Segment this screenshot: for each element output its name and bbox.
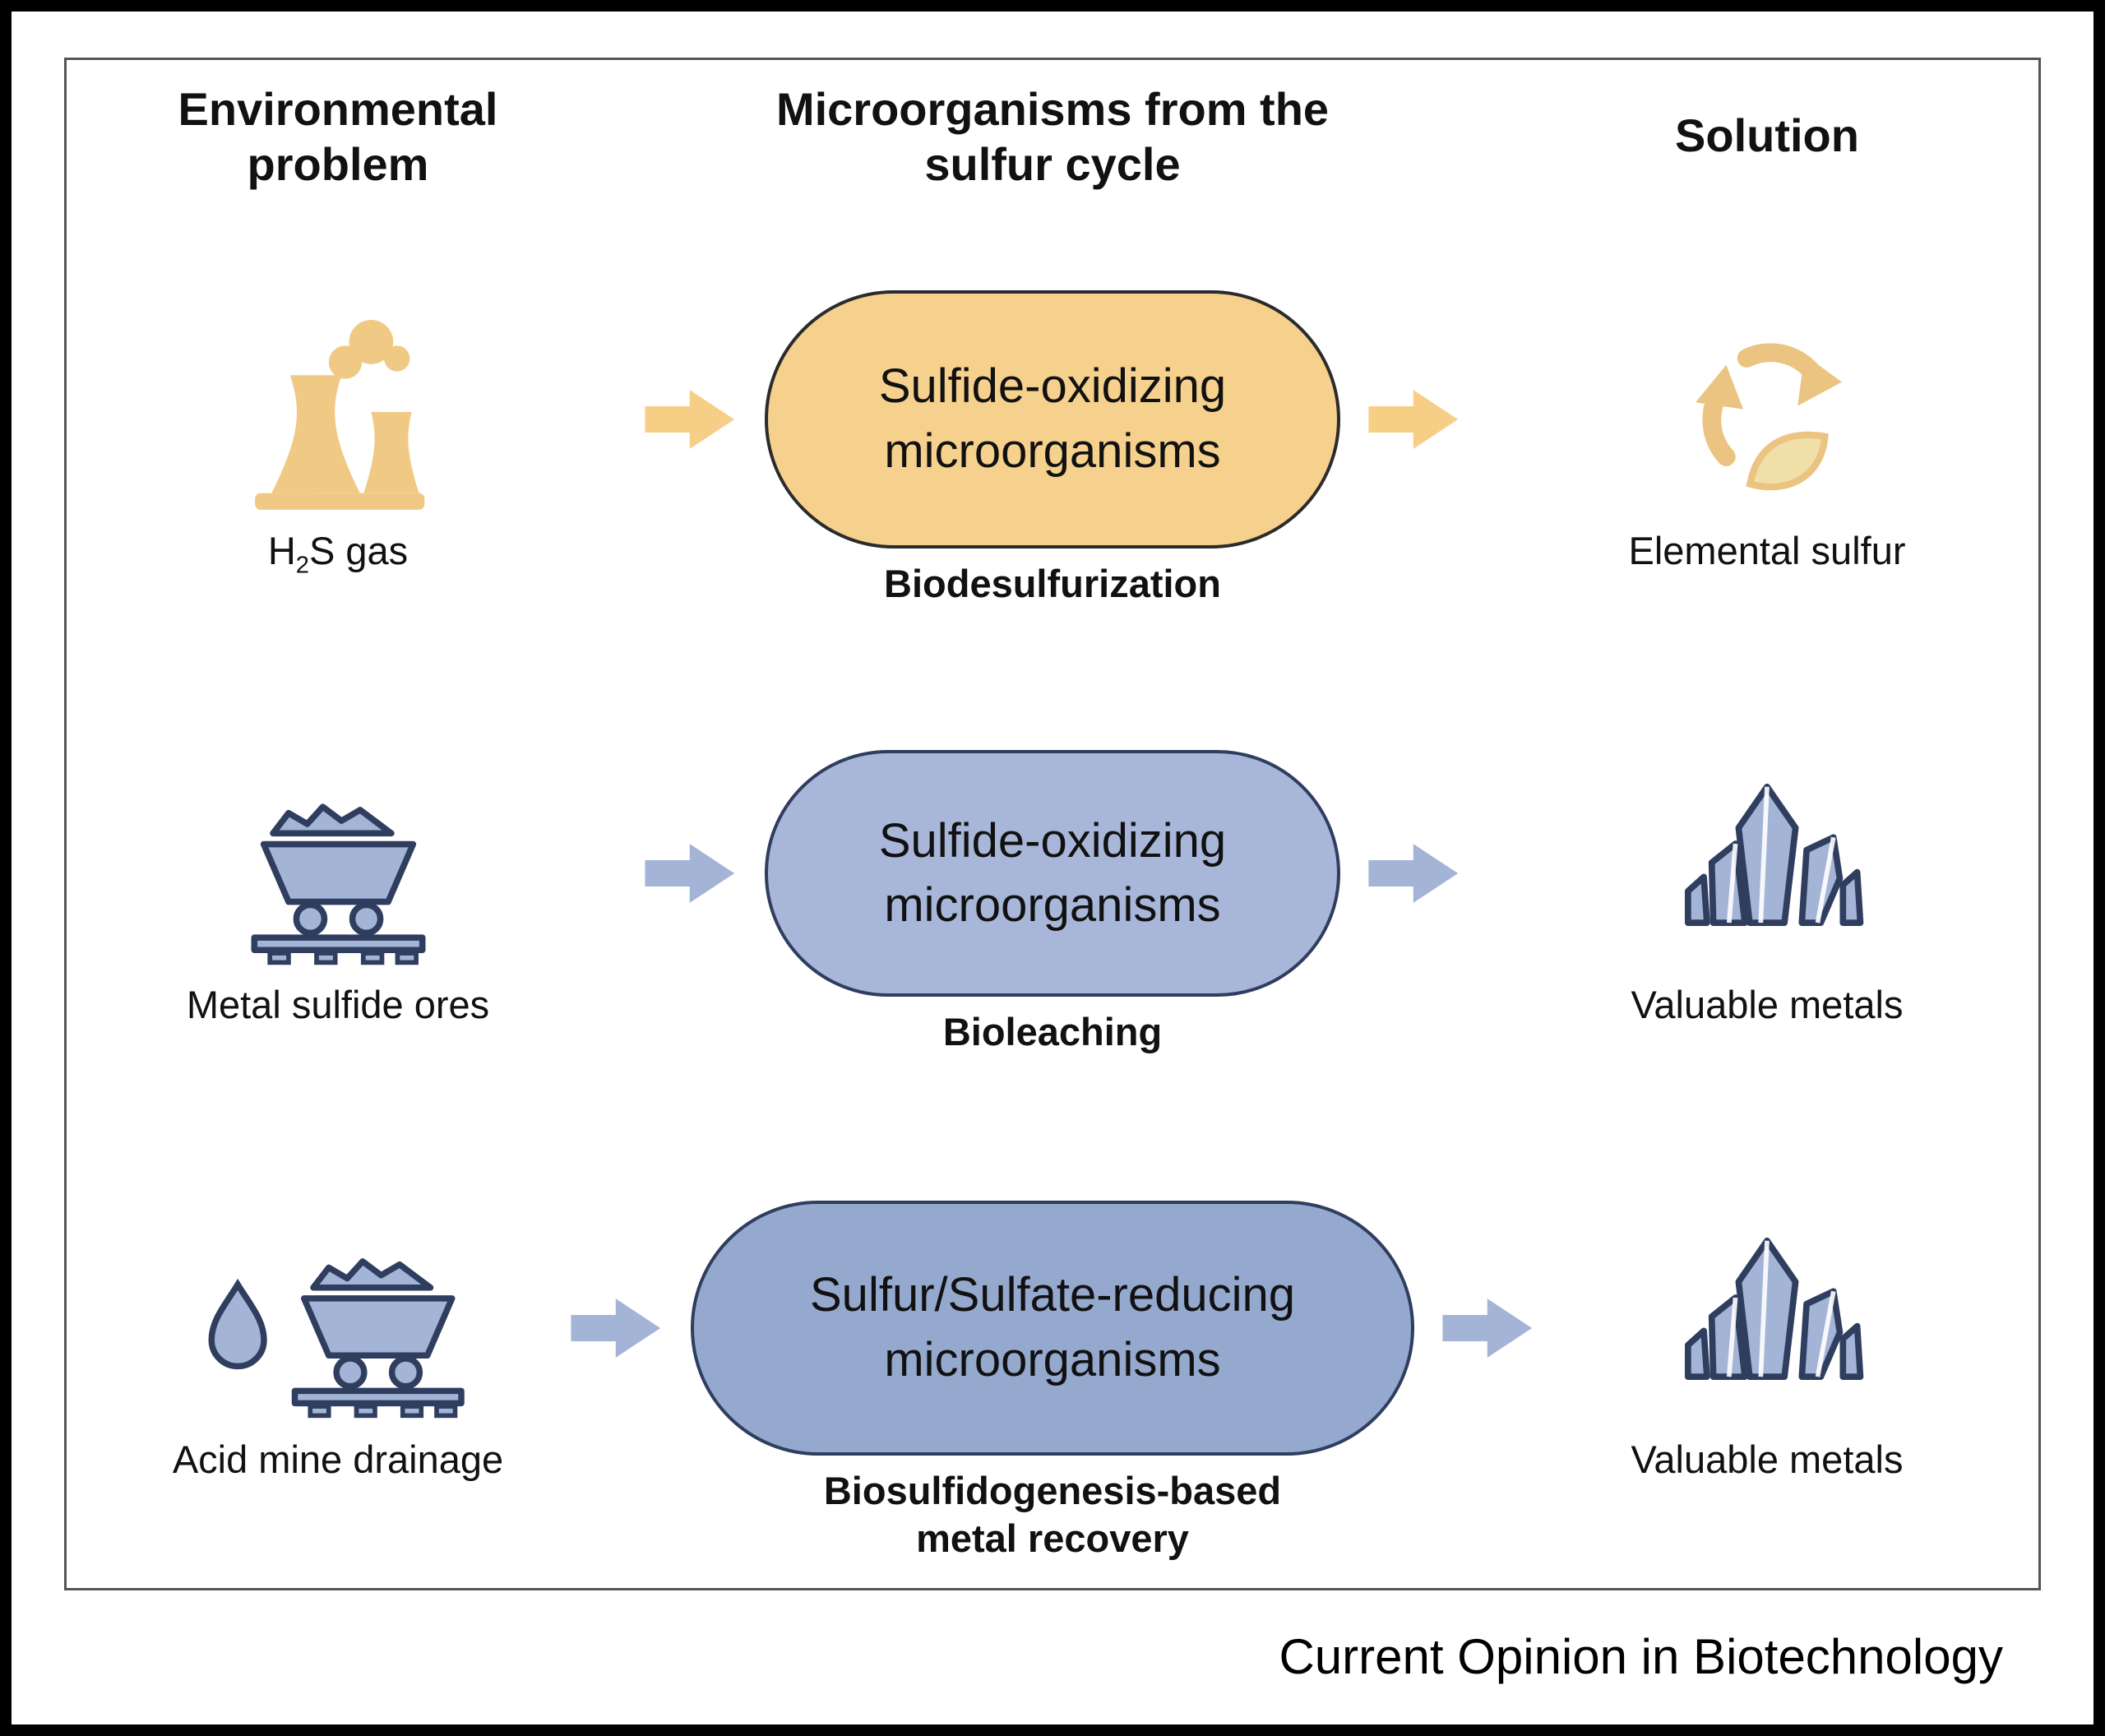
process-name-biodesulfurization: Biodesulfurization: [884, 561, 1221, 605]
journal-credit: Current Opinion in Biotechnology: [1279, 1629, 2003, 1684]
solution-label-sulfur: Elemental sulfur: [1628, 528, 1906, 572]
solution-label-metals-2: Valuable metals: [1631, 1437, 1904, 1481]
h2s-base: H: [267, 528, 296, 572]
header-microorganisms: Microorganisms from the sulfur cycle: [775, 83, 1330, 191]
pill-sulfide-oxidizing-1: Sulfide-oxidizing microorganisms: [765, 289, 1340, 549]
process-section-1: Sulfide-oxidizing microorganisms Biodesu…: [576, 192, 1529, 646]
flow-arrow-icon: [1442, 1298, 1533, 1358]
process-section-2: Sulfide-oxidizing microorganisms Bioleac…: [576, 646, 1529, 1101]
crystals-icon: [1685, 783, 1864, 926]
factory-h2s-icon: [255, 319, 425, 510]
row-bioleaching: Metal sulfide ores Sulfide-oxidizing mic…: [99, 646, 2006, 1101]
flow-arrow-icon: [571, 1298, 661, 1358]
flow-arrow-icon: [645, 389, 735, 449]
row-biodesulfurization: H2S gas Sulfide-oxidizing microorganisms…: [99, 192, 2006, 646]
process-name-bioleaching: Bioleaching: [942, 1010, 1163, 1054]
problem-cell-amd: Acid mine drainage: [99, 1100, 576, 1555]
problem-cell-h2s: H2S gas: [99, 192, 576, 646]
process-name-line2: metal recovery: [916, 1516, 1189, 1561]
process-pill-wrap-3: Sulfur/Sulfate-reducing microorganisms B…: [691, 1200, 1414, 1560]
solution-cell-sulfur: Elemental sulfur: [1529, 192, 2006, 646]
flow-arrow-icon: [1368, 389, 1459, 449]
diagram-frame: Environmental problem Microorganisms fro…: [64, 58, 2041, 1590]
process-section-3: Sulfur/Sulfate-reducing microorganisms B…: [571, 1100, 1533, 1560]
header-solution: Solution: [1675, 109, 1859, 161]
flow-arrow-icon: [645, 844, 735, 904]
process-pill-wrap-2: Sulfide-oxidizing microorganisms Bioleac…: [765, 750, 1340, 1053]
problem-label-h2s: H2S gas: [83, 528, 593, 580]
recycle-sulfur-icon: [1696, 343, 1843, 490]
process-name-biosulfidogenesis: Biosulfidogenesis-based metal recovery: [824, 1467, 1281, 1564]
solution-cell-metals-2: Valuable metals: [1529, 1100, 2006, 1555]
pill-sulfide-oxidizing-2: Sulfide-oxidizing microorganisms: [765, 750, 1340, 998]
problem-cell-ores: Metal sulfide ores: [99, 646, 576, 1101]
h2s-rest: S gas: [308, 528, 409, 572]
flow-arrow-icon: [1368, 844, 1459, 904]
problem-label-amd: Acid mine drainage: [172, 1437, 504, 1481]
row-biosulfidogenesis: Acid mine drainage Sulfur/Sulfate-reduci…: [99, 1100, 2006, 1560]
solution-cell-metals-1: Valuable metals: [1529, 646, 2006, 1101]
problem-label-ores: Metal sulfide ores: [186, 983, 490, 1027]
process-pill-wrap-1: Sulfide-oxidizing microorganisms Biodesu…: [765, 289, 1340, 605]
h2s-subscript: 2: [295, 552, 309, 579]
crystals-icon: [1685, 1238, 1864, 1381]
water-drop-mine-cart-icon: [208, 1258, 465, 1419]
pill-sulfate-reducing: Sulfur/Sulfate-reducing microorganisms: [691, 1200, 1414, 1456]
mine-cart-icon: [251, 803, 425, 965]
diagram-rows: H2S gas Sulfide-oxidizing microorganisms…: [99, 192, 2006, 1560]
header-environmental-problem: Environmental problem: [178, 83, 498, 191]
process-name-line1: Biosulfidogenesis-based: [823, 1468, 1282, 1512]
column-headers: Environmental problem Microorganisms fro…: [99, 81, 2006, 192]
solution-label-metals-1: Valuable metals: [1631, 983, 1904, 1027]
